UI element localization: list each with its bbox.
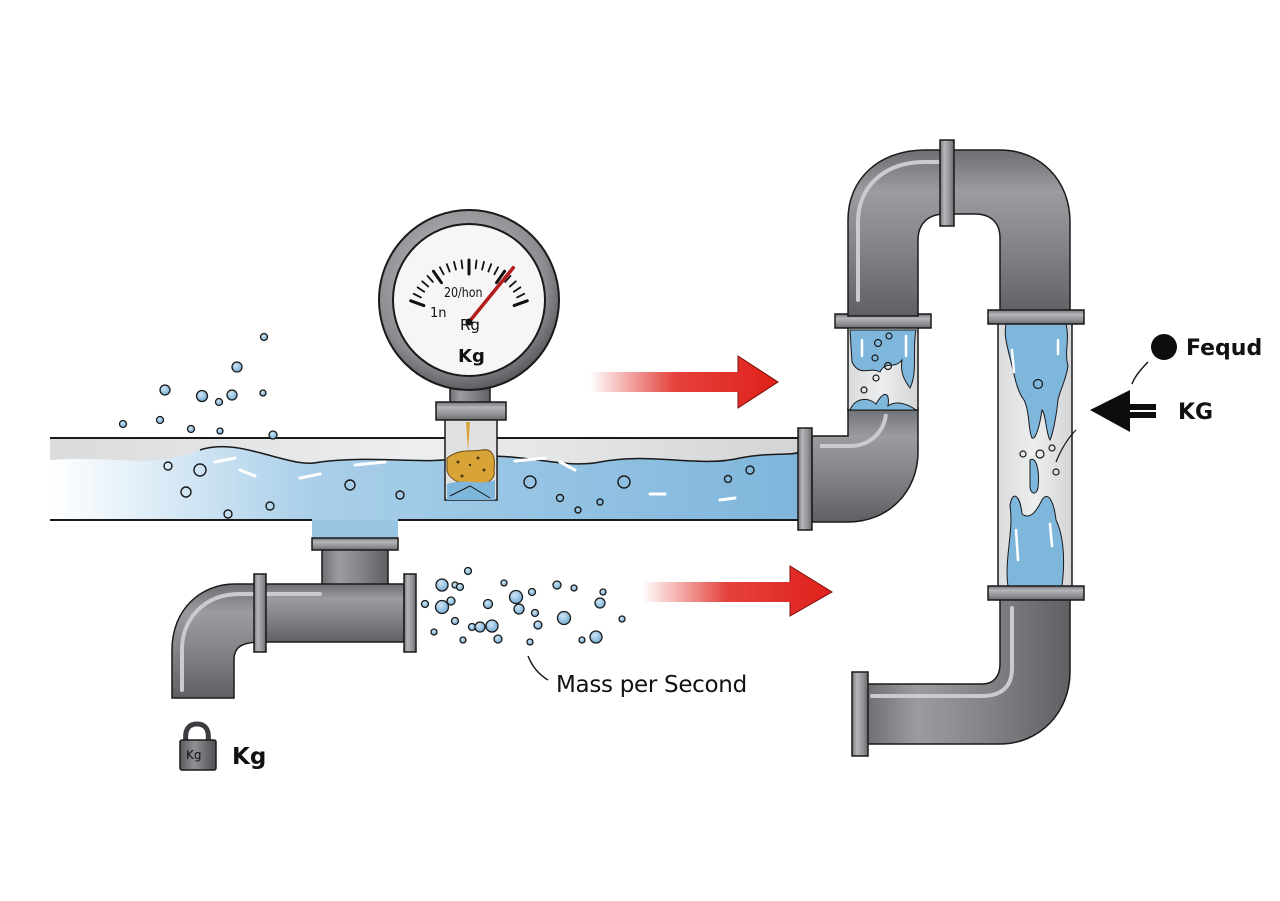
gauge-tick [487,263,493,273]
gauge-tick [516,292,526,299]
gauge-tick [512,299,529,308]
gauge-unit-text: Kg [458,346,485,367]
gauge-tick [409,299,426,308]
gauge-tick [508,280,517,288]
dot-marker-icon [1151,334,1177,360]
sediment-sensor [444,417,498,501]
main-pipe-water [50,446,800,520]
elbow-flange [253,573,267,653]
gauge-tick [474,259,478,270]
main-horizontal-pipe [50,437,801,521]
right-lower-elbow-out [865,597,1071,745]
weight-icon-text: Kg [186,748,202,762]
water-highlights [213,456,737,502]
leader-line-mass [527,655,549,681]
leader-line-fequd [1131,361,1149,385]
gauge-tick [416,286,426,293]
lower-left-tee-elbow [171,520,417,699]
gauge-tick [426,275,434,283]
fequd-label: Fequd [1186,336,1263,361]
gauge-ticks [409,258,529,308]
u-arch [847,149,1071,317]
gauge-tick [512,286,522,293]
gauge-left-text: 1n [430,306,447,321]
outlet-bubbles [420,566,626,646]
leader-line-column [1055,429,1077,463]
gauge-mount-flange [435,401,507,421]
spray-bubbles [118,332,278,440]
inverted-u-pipe [797,139,1085,757]
flow-arrow-icon-lower [642,565,833,617]
tee-top-flange [311,537,399,551]
gauge-tick [481,260,485,271]
mass-per-second-label: Mass per Second [556,672,747,698]
weight-icon [179,721,217,771]
gauge-tick [460,259,464,270]
gauge-tick [445,263,451,273]
flow-arrow-icon-upper [590,355,779,409]
water-bubbles [163,461,755,519]
kg-force-label: KG [1178,400,1214,425]
right-riser-bottom-flange [987,585,1085,601]
annotations [527,334,1177,681]
gauge-tick [453,260,457,271]
right-riser-top-flange [987,309,1085,325]
main-pipe-end-flange [797,427,813,531]
gauge-tick [421,280,430,288]
arch-top-flange [939,139,955,227]
kg-weight-label: Kg [232,744,267,770]
pressure-gauge [378,209,560,421]
gauge-tick [495,269,507,285]
gauge-tick [431,269,443,285]
lower-left-elbow [171,583,263,699]
gauge-tick [504,275,512,283]
gauge-needle-pivot [465,318,473,326]
right-lower-elbow [811,407,919,523]
gauge-needle [467,266,515,324]
gauge-tick [438,266,445,276]
force-arrow-icon [1090,390,1156,432]
outlet-end-flange [851,671,869,757]
gauge-center-text: Rg [460,316,480,334]
gauge-scale-text: 20/hon [444,286,483,301]
tee-outlet-flange [403,573,417,653]
gauge-face [392,223,546,377]
gauge-tick [493,266,500,276]
gauge-tick [412,292,422,299]
